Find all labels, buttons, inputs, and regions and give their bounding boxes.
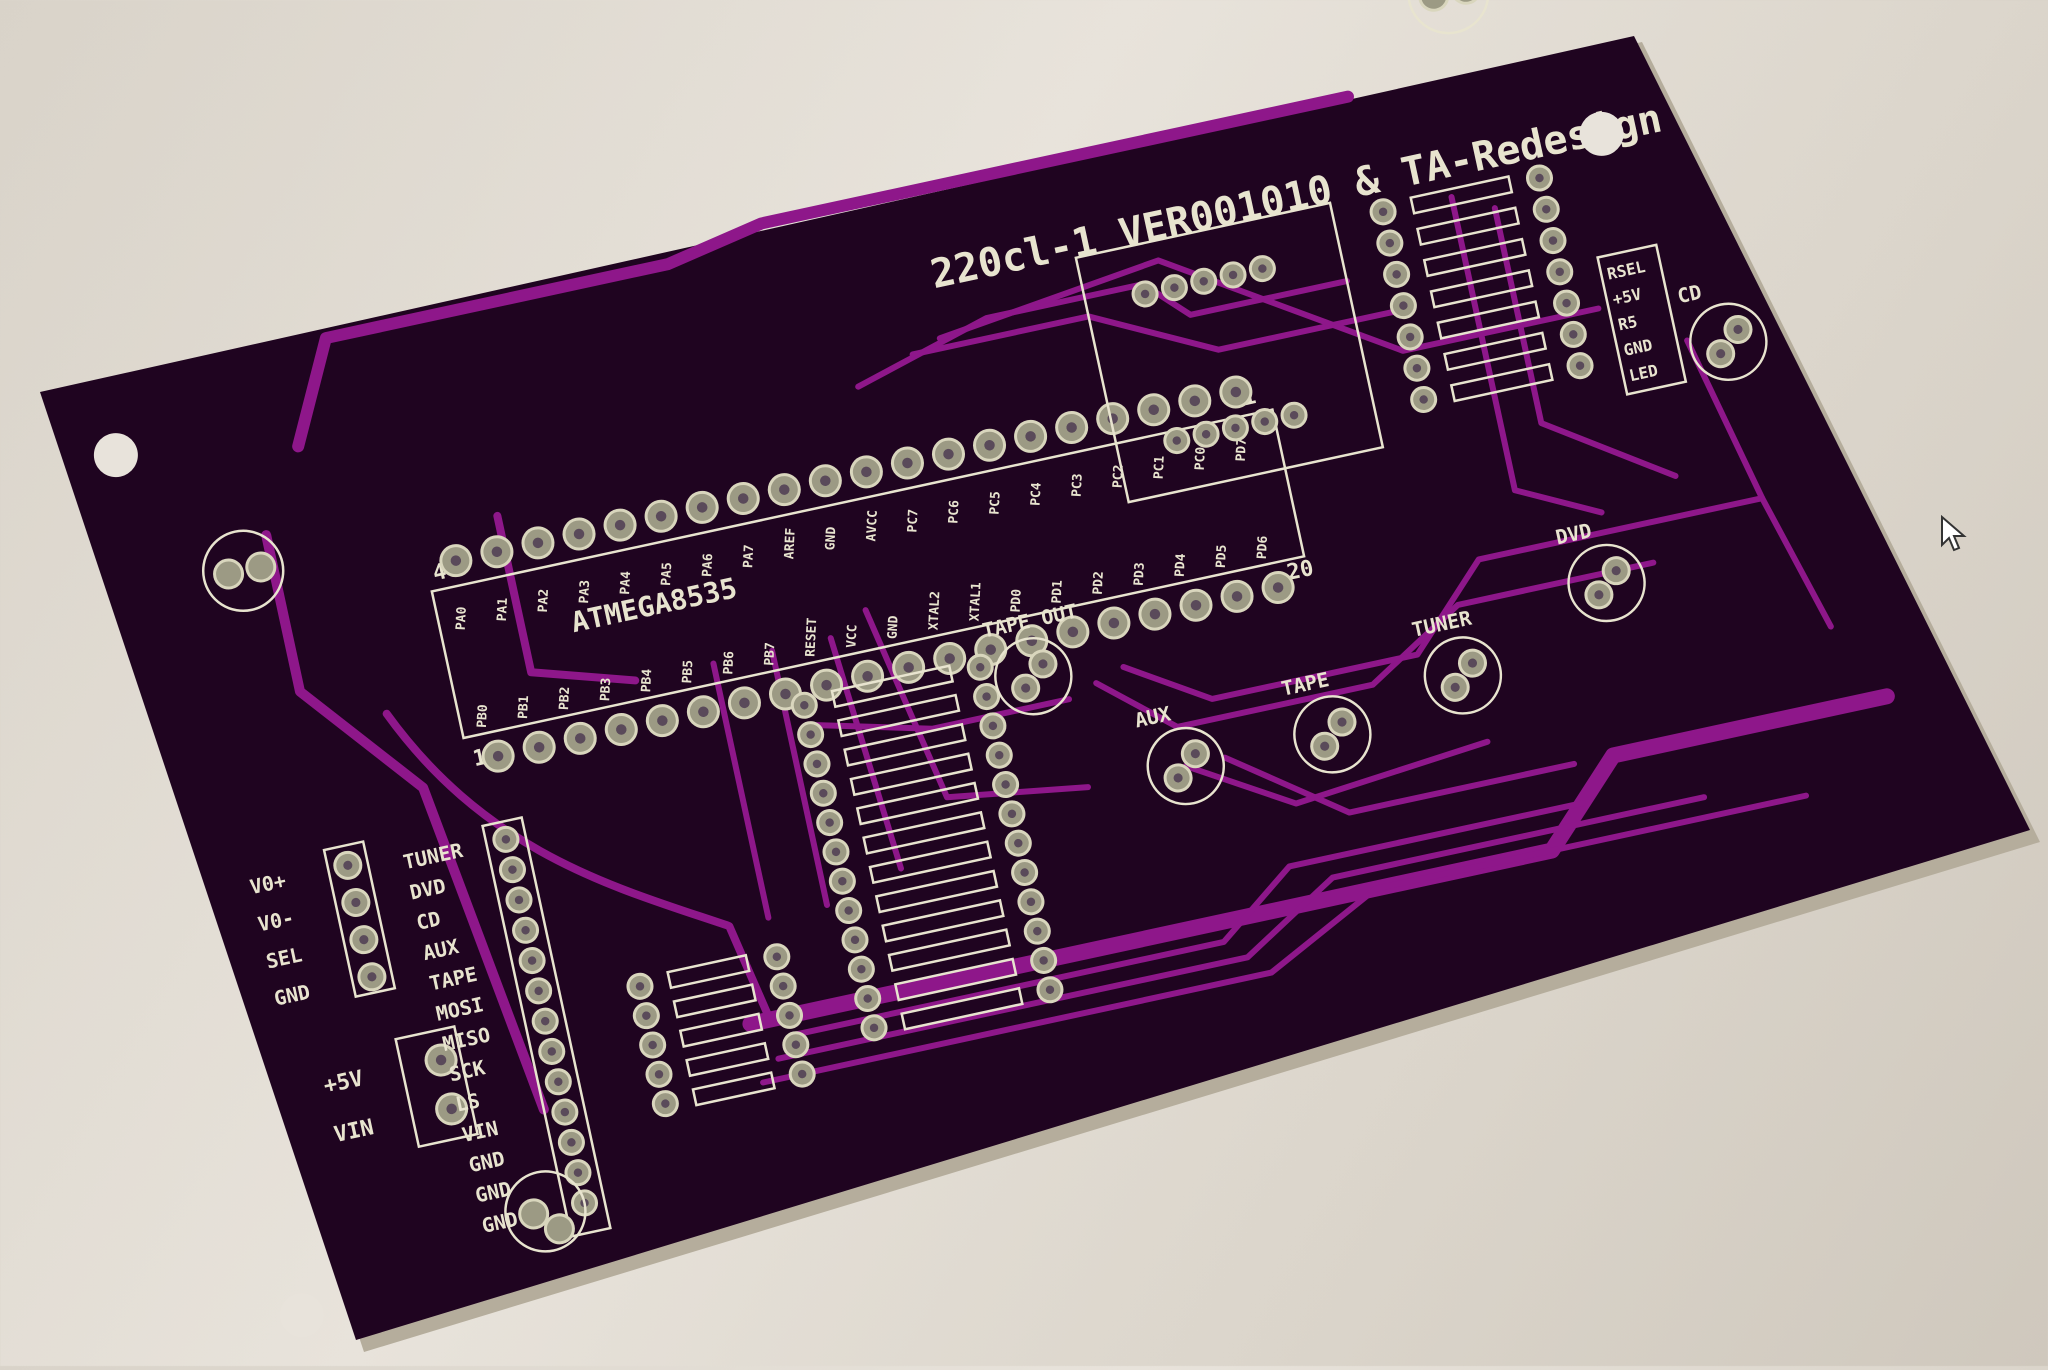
ic-socket-pads <box>1131 255 1308 455</box>
pin-label: PC6 <box>946 500 962 524</box>
chip-top-pins: PA0 PA1 PA2 PA3 PA4 PA5 PA6 PA7 AREF GND AVCC PC7 PC… <box>439 375 1253 631</box>
pin-label: PB0 <box>475 704 491 728</box>
mounting-holes <box>93 111 1624 1338</box>
pin-label: PC4 <box>1029 482 1045 506</box>
pin-label: PA5 <box>659 562 675 586</box>
pin-label: AVCC <box>864 510 881 542</box>
pin-label: PD2 <box>1091 571 1107 595</box>
pin-label: PA2 <box>536 589 552 613</box>
pin-label: PB5 <box>680 660 696 684</box>
pin-label: AREF <box>782 527 799 559</box>
pin-label: PB2 <box>557 686 573 710</box>
input-label: CD <box>1675 280 1704 309</box>
pin-label: PA7 <box>741 544 757 568</box>
ic-socket[interactable] <box>1074 201 1385 504</box>
pin-label: PD6 <box>1255 535 1271 559</box>
pin-label: PC1 <box>1152 455 1168 479</box>
pin-label: PD1 <box>1050 580 1066 604</box>
pin-label: PD4 <box>1173 553 1189 577</box>
pin-label: VCC <box>844 624 860 648</box>
pin-label: PD3 <box>1132 562 1148 586</box>
pin-label: RESET <box>803 617 820 657</box>
pin-label: PA3 <box>577 580 593 604</box>
power-header[interactable] <box>394 1025 480 1149</box>
pin-label: PB6 <box>721 651 737 675</box>
pin-label: PB4 <box>639 668 655 692</box>
chip-bottom-pins: PB0 PB1 PB2 PB3 PB4 PB5 PB6 PB7 RESET VCC GND XTAL2… <box>475 535 1295 773</box>
pin-label: GND <box>885 615 901 639</box>
right-header[interactable] <box>1596 243 1688 396</box>
pin-label: PB1 <box>516 695 532 719</box>
pin-label: PB3 <box>598 677 614 701</box>
pin-label: PD7 <box>1234 438 1250 462</box>
pin-label: PC0 <box>1193 446 1209 470</box>
resistor-array <box>626 164 1594 1118</box>
mouse-cursor-icon <box>1941 515 1967 552</box>
pin-label: GND <box>823 526 839 550</box>
pin-label: PD0 <box>1009 589 1025 613</box>
pin-label: XTAL1 <box>968 582 985 622</box>
pin-label: PD5 <box>1214 544 1230 568</box>
pin-label: XTAL2 <box>927 591 944 631</box>
pin-label: PA6 <box>700 553 716 577</box>
lcd-header[interactable] <box>322 840 397 999</box>
capacitors <box>201 0 1490 1253</box>
pin-label: PB7 <box>762 642 778 666</box>
header-label: LS <box>453 1088 482 1117</box>
header-label: R5 <box>1616 312 1639 335</box>
pin-label: PA0 <box>454 606 470 630</box>
copper-traces <box>261 90 1895 1115</box>
header-label: CD <box>414 906 443 935</box>
pin-label: PA4 <box>618 571 634 595</box>
pin-label: PA1 <box>495 597 511 621</box>
pin-label: PC7 <box>905 509 921 533</box>
pin-label: PC3 <box>1070 473 1086 497</box>
main-header[interactable] <box>481 816 612 1238</box>
pin-label: PC5 <box>987 491 1003 515</box>
atmega-footprint[interactable] <box>430 408 1306 740</box>
